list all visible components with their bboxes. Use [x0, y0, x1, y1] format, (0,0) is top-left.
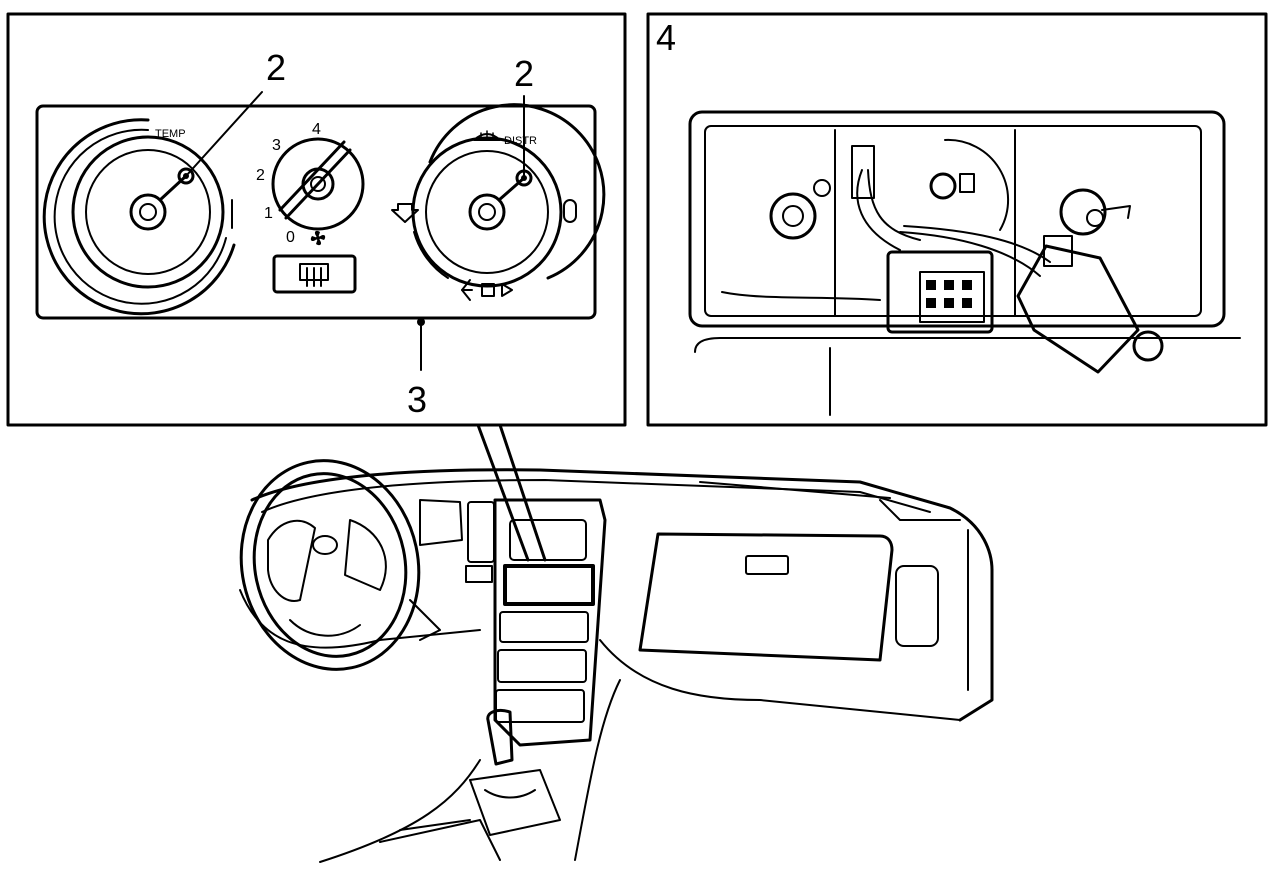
fan-speed-0: 0: [286, 229, 295, 246]
callout-2-left: 2: [266, 47, 286, 88]
inset-frame-right: [646, 12, 1268, 427]
callout-2-right: 2: [514, 53, 534, 94]
steering-wheel: [239, 459, 421, 671]
control-panel-inset: TEMP 0 1 2 3 4: [6, 12, 627, 427]
center-console: [419, 498, 607, 747]
dash-heater-panel-location: [503, 564, 595, 606]
inset-number-4: 4: [656, 17, 676, 58]
control-panel-face: [35, 104, 597, 320]
fan-speed-3: 3: [272, 137, 281, 154]
fan-icon: [310, 230, 326, 246]
floor-defrost-mode-icon: [461, 279, 513, 301]
temp-knob: TEMP: [42, 118, 236, 316]
fan-speed-2: 2: [256, 167, 265, 184]
blower-switch-connector: [1016, 235, 1164, 374]
fan-speed-knob: 0 1 2 3 4: [256, 121, 365, 246]
wiring-connector: [886, 250, 994, 334]
windshield-defrost-icon: [473, 130, 501, 141]
temp-label: TEMP: [155, 128, 186, 140]
airflow-arrow-icon: [391, 203, 419, 223]
distr-label: DISTR: [504, 135, 537, 147]
callout-3: 3: [407, 379, 427, 420]
left-knob-screw: [177, 167, 195, 185]
glove-box: [638, 532, 939, 662]
rear-defrost-button: [272, 254, 357, 294]
inset-frame-left: [6, 12, 627, 427]
fan-speed-1: 1: [264, 205, 273, 222]
rear-defrost-icon: [299, 263, 329, 287]
fan-speed-4: 4: [312, 121, 321, 138]
connector-inset: 4: [646, 12, 1268, 427]
gear-shifter: [469, 708, 561, 836]
distribution-knob: DISTR: [391, 103, 606, 301]
dashboard-overview: [239, 423, 994, 863]
